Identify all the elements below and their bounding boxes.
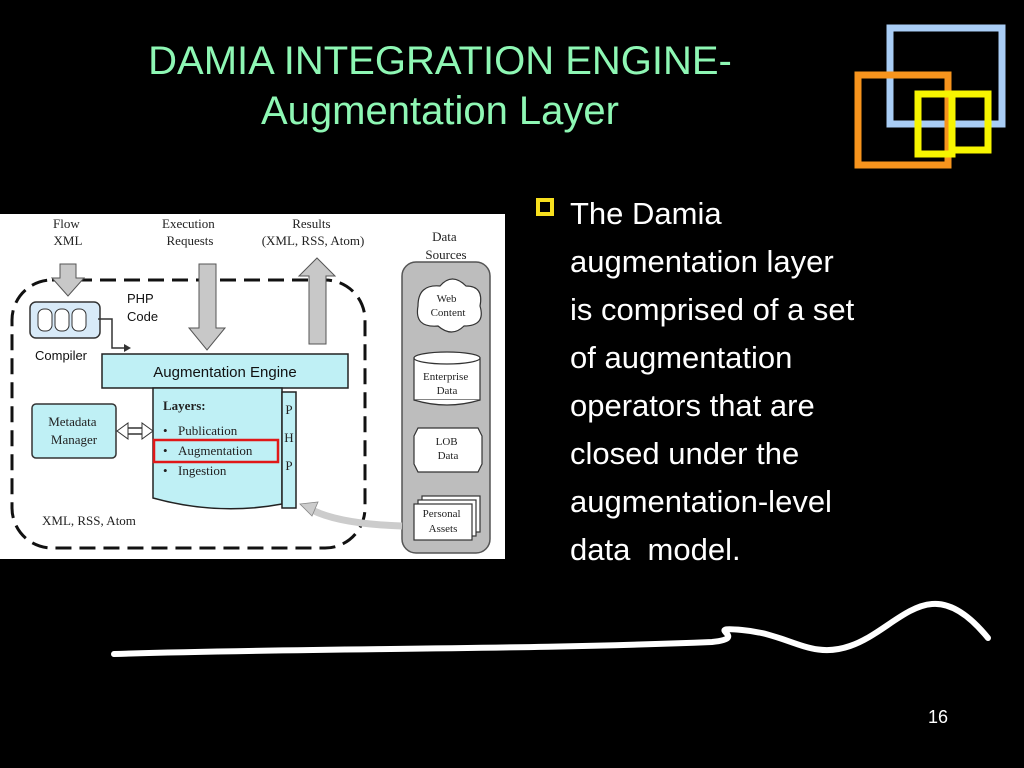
execution-requests-arrow bbox=[187, 263, 227, 351]
body-line: data model. bbox=[570, 532, 741, 567]
title-line-2: Augmentation Layer bbox=[260, 89, 619, 133]
metadata-link-arrow bbox=[116, 422, 154, 440]
lob-data-box bbox=[413, 427, 483, 473]
body-paragraph: The Damia augmentation layer is comprise… bbox=[570, 190, 970, 574]
body-line: is comprised of a set bbox=[570, 292, 855, 327]
page-number: 16 bbox=[928, 707, 949, 727]
body-line: augmentation layer bbox=[570, 244, 834, 279]
svg-text:•: • bbox=[163, 423, 168, 438]
personal-assets-label: Personal Assets bbox=[423, 508, 464, 535]
php-strip bbox=[281, 391, 297, 509]
compiler-label: Compiler bbox=[35, 348, 88, 363]
web-content-label: Web Content bbox=[431, 293, 466, 319]
flow-xml-label: Flow XML bbox=[53, 216, 83, 248]
body-line: of augmentation bbox=[570, 340, 793, 375]
body-line: The Damia bbox=[570, 196, 722, 231]
augmentation-highlight bbox=[152, 438, 280, 464]
results-label: Results (XML, RSS, Atom) bbox=[262, 216, 365, 248]
orange-square bbox=[854, 71, 952, 169]
bullet-icon bbox=[536, 198, 554, 216]
svg-text:•: • bbox=[163, 463, 168, 478]
augmentation-engine-box bbox=[101, 353, 349, 389]
body-line: closed under the bbox=[570, 436, 800, 471]
enterprise-data-cylinder bbox=[413, 351, 481, 406]
slide-title: DAMIA INTEGRATION ENGINE- Augmentation L… bbox=[0, 36, 880, 136]
lob-data-label: LOB Data bbox=[436, 436, 461, 462]
title-line-1: DAMIA INTEGRATION ENGINE- bbox=[148, 39, 732, 83]
data-sources-to-engine-arrow bbox=[310, 506, 403, 530]
metadata-manager-box bbox=[31, 403, 117, 459]
decorative-squares bbox=[854, 24, 1006, 169]
decorative-swoosh bbox=[111, 600, 991, 657]
layers-heading: Layers: bbox=[163, 398, 206, 413]
php-letter-1: P bbox=[285, 402, 292, 417]
body-line: operators that are bbox=[570, 388, 815, 423]
php-letter-3: P bbox=[285, 458, 292, 473]
flow-xml-arrow bbox=[50, 263, 86, 297]
enterprise-data-label: Enterprise Data bbox=[423, 371, 471, 397]
augmentation-engine-label: Augmentation Engine bbox=[153, 364, 296, 381]
svg-text:•: • bbox=[163, 443, 168, 458]
data-sources-panel bbox=[401, 261, 491, 554]
php-letter-2: H bbox=[284, 430, 293, 445]
compiler-to-engine-arrow bbox=[98, 318, 124, 349]
formats-label: XML, RSS, Atom bbox=[42, 513, 136, 528]
data-sources-label: Data Sources bbox=[425, 229, 466, 262]
engine-boundary bbox=[10, 278, 367, 550]
results-arrow bbox=[297, 257, 337, 345]
body-line: augmentation-level bbox=[570, 484, 832, 519]
layer-publication: Publication bbox=[178, 423, 238, 438]
personal-assets-stack bbox=[413, 495, 481, 541]
yellow-square-right bbox=[948, 90, 992, 154]
metadata-manager-label: Metadata Manager bbox=[48, 414, 100, 447]
layer-augmentation: Augmentation bbox=[178, 443, 253, 458]
architecture-diagram: Flow XML Execution Requests Results (XML… bbox=[0, 214, 505, 559]
layer-ingestion: Ingestion bbox=[178, 463, 227, 478]
php-code-label: PHP Code bbox=[127, 291, 158, 324]
execution-requests-label: Execution Requests bbox=[162, 216, 218, 248]
web-content-cloud bbox=[416, 278, 482, 333]
